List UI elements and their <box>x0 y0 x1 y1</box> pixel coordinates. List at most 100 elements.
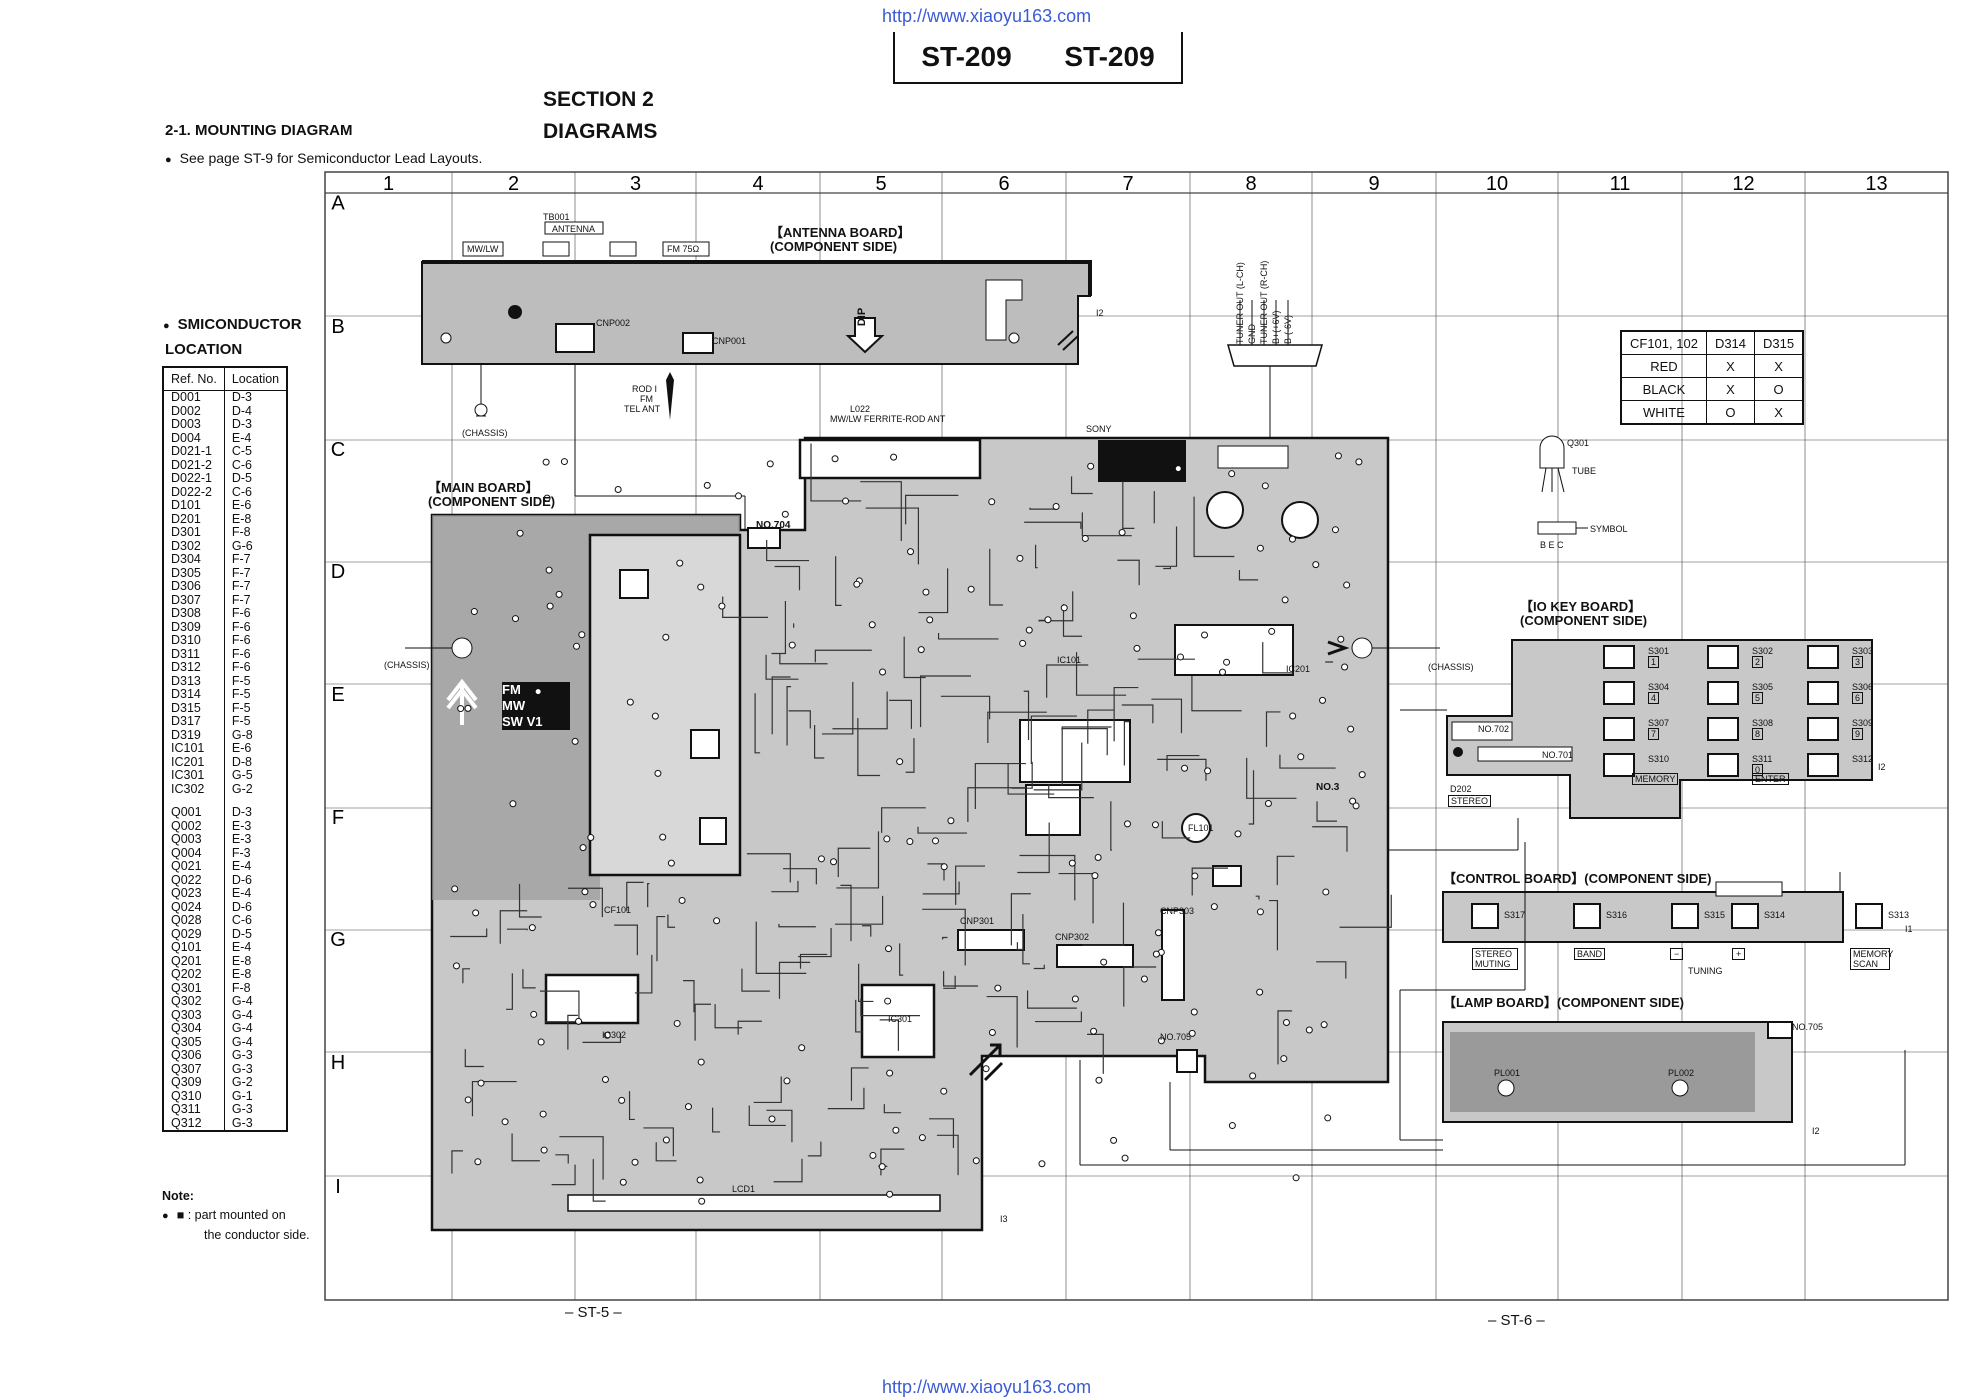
pcb-pad <box>697 1058 705 1066</box>
l022-label: L022 <box>850 404 871 414</box>
pcb-trace <box>1062 604 1083 637</box>
pcb-trace <box>889 699 913 729</box>
location-ref: Q202 <box>162 967 225 982</box>
pcb-pad <box>501 1118 509 1126</box>
pcb-trace <box>647 883 650 908</box>
pcb-trace <box>1034 544 1038 569</box>
chassis-label-top: (CHASSIS) <box>462 428 508 438</box>
i3-label: I3 <box>1000 1214 1008 1224</box>
rod-label: ROD I <box>632 384 658 394</box>
grid-row-label: C <box>331 439 345 461</box>
ic201-label: IC201 <box>1286 664 1311 674</box>
control-switch-label[interactable]: S316 <box>1606 910 1628 920</box>
control-board-title: 【CONTROL BOARD】(COMPONENT SIDE) <box>1443 871 1712 886</box>
pcb-pad <box>662 1136 670 1144</box>
location-ref: D101 <box>162 498 225 513</box>
io-key-board-title-1: 【IO KEY BOARD】 <box>1520 599 1642 614</box>
pcb-pad <box>673 1019 681 1027</box>
pcb-pad <box>530 1010 538 1018</box>
key-switch-name: S309 <box>1852 718 1874 728</box>
control-switch-label[interactable]: S317 <box>1504 910 1526 920</box>
pcb-trace <box>1075 652 1127 696</box>
pcb-trace <box>1155 526 1178 567</box>
pcb-pad <box>886 1069 894 1077</box>
watermark-url-bottom[interactable]: http://www.xiaoyu163.com <box>882 1377 1092 1397</box>
key-switch-pad <box>1707 645 1739 669</box>
pcb-pad <box>684 1103 692 1111</box>
pcb-pad <box>703 481 711 489</box>
location-ref: Q309 <box>162 1075 225 1090</box>
control-switch-pad <box>1855 903 1883 929</box>
control-switch-label[interactable]: S314 <box>1764 910 1786 920</box>
pcb-trace <box>922 881 960 895</box>
location-value: D-6 <box>223 900 288 914</box>
pcb-pad <box>1288 535 1296 543</box>
control-switch-label[interactable]: S313 <box>1888 910 1910 920</box>
key-switch[interactable]: S310 <box>1648 754 1669 774</box>
location-value: G-4 <box>223 1035 288 1049</box>
grid-column-label: 2 <box>508 173 519 195</box>
cf-cell: BLACK <box>1620 377 1707 401</box>
location-ref: D021-2 <box>162 458 225 472</box>
antenna-board-title-2: (COMPONENT SIDE) <box>770 239 898 254</box>
location-ref: D317 <box>162 714 225 729</box>
location-ref: Q304 <box>162 1021 225 1036</box>
pcb-pad <box>1282 1018 1290 1026</box>
pcb-pad <box>1337 635 1345 643</box>
pcb-pad <box>619 1178 627 1186</box>
key-switch[interactable]: S312 <box>1852 754 1873 774</box>
grid-column-label: 8 <box>1245 173 1256 195</box>
pcb-pad <box>878 1163 886 1171</box>
pcb-trace <box>667 914 676 928</box>
key-switch-pad <box>1707 717 1739 741</box>
pcb-trace <box>746 853 791 883</box>
location-value: F-6 <box>223 606 288 621</box>
watermark-url-top[interactable]: http://www.xiaoyu163.com <box>882 6 1092 26</box>
rod-fm-label: FM <box>640 394 653 404</box>
pcb-trace <box>582 1033 622 1043</box>
location-value: F-6 <box>223 660 288 675</box>
location-ref: D319 <box>162 728 225 742</box>
cf-cell: WHITE <box>1620 400 1707 425</box>
location-value: G-3 <box>223 1116 288 1131</box>
pcb-pad <box>1174 465 1182 473</box>
no702-label: NO.702 <box>1478 724 1510 734</box>
pcb-trace <box>836 831 880 889</box>
location-value: F-7 <box>223 552 288 567</box>
pcb-pad <box>1044 616 1052 624</box>
band-mw: MW <box>502 698 526 713</box>
key-switch-number: 8 <box>1752 728 1764 740</box>
key-switch-number: 2 <box>1752 656 1764 668</box>
i2-label-antenna: I2 <box>1096 308 1104 318</box>
pcb-trace <box>922 908 966 966</box>
pcb-pad <box>768 1115 776 1123</box>
pcb-trace <box>592 1159 606 1202</box>
location-value: D-6 <box>223 873 288 887</box>
pcb-pad <box>539 1110 547 1118</box>
control-switch-label[interactable]: S315 <box>1704 910 1726 920</box>
location-ref: D314 <box>162 687 225 702</box>
pcb-pad <box>545 566 553 574</box>
pcb-pad <box>546 602 554 610</box>
pcb-pad <box>1191 872 1199 880</box>
d202-label: D202 <box>1450 784 1472 794</box>
location-ref: Q001 <box>162 805 225 820</box>
pcb-pad <box>528 924 536 932</box>
lcd1-label: LCD1 <box>732 1184 756 1194</box>
